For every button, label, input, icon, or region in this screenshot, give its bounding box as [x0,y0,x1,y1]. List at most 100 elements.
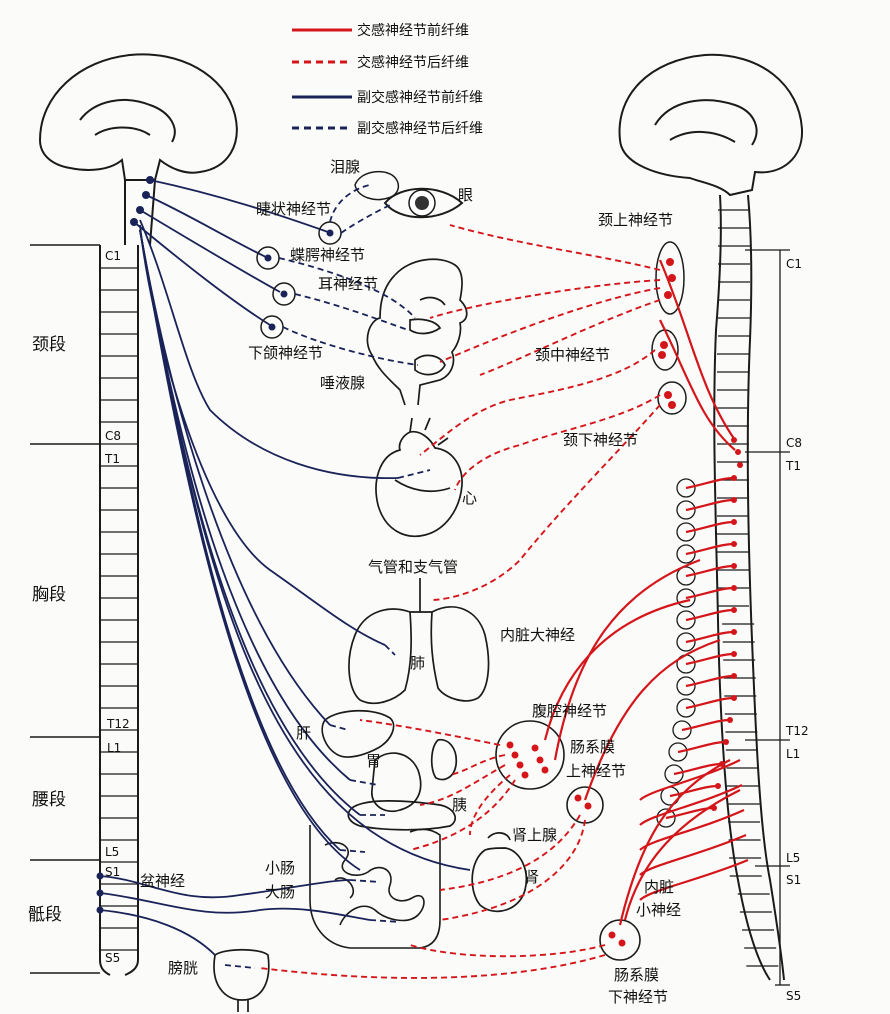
ganglion-neuron-dot [664,391,672,399]
right-label-l5: L5 [786,851,800,865]
ganglion-neuron-dot [668,401,676,409]
right-label-s5: S5 [786,989,801,1003]
label-lacrimal-gland: 泪腺 [330,158,360,176]
label-superior-cervical-ganglion: 颈上神经节 [598,211,673,229]
left-label-s1: S1 [105,865,120,879]
label-ciliary-ganglion: 睫状神经节 [256,200,331,218]
label-bladder: 膀胱 [168,959,198,977]
chain-ganglion [676,632,696,652]
sympathetic-chain-ganglia [656,478,696,828]
legend-para-post-label: 副交感神经节后纤维 [357,120,483,137]
spinal-neuron-dot [731,585,737,591]
chain-ganglion [676,588,696,608]
spinal-neuron-dot [731,519,737,525]
label-lesser-splanchnic-1: 内脏 [644,878,674,896]
prevertebral-neuron-dot [574,794,582,802]
preganglionic-fiber [685,652,735,666]
chain-ganglion [676,478,696,498]
inferior-mesenteric-ganglion [599,919,641,961]
right-label-c8: C8 [786,436,802,450]
prevertebral-neuron-dot [536,756,544,764]
label-sup-mesenteric-1: 肠系膜 [570,738,615,756]
preganglionic-fiber [685,498,735,512]
label-inferior-cervical-ganglion: 颈下神经节 [563,431,638,449]
right-label-s1: S1 [786,873,801,887]
liver [321,709,395,758]
label-celiac-ganglion: 腹腔神经节 [532,702,607,720]
ganglion-neuron-dot [660,341,668,349]
sympathetic-preganglionic-fibers [639,476,749,901]
lungs-trachea [348,578,490,705]
parasympathetic-postganglionic-fibers [224,184,431,969]
prevertebral-neuron-dot [511,751,519,759]
chain-ganglion [676,544,696,564]
prevertebral-neuron-dot [584,802,592,810]
right-brain [618,53,804,197]
heart [375,417,463,537]
left-label-c8: C8 [105,429,121,443]
right-label-t12: T12 [785,724,809,738]
preganglionic-fiber [673,762,723,776]
spinal-neuron-dot [731,651,737,657]
spinal-neuron-dot [731,673,737,679]
chain-ganglion [676,522,696,542]
bladder [213,948,270,1012]
right-label-c1: C1 [786,257,802,271]
chain-ganglion [676,500,696,520]
label-otic-ganglion: 耳神经节 [318,275,378,293]
label-eye: 眼 [458,186,473,204]
lumbar-preganglionic-fiber [639,858,749,901]
intestines [309,825,441,949]
spinal-neuron-dot [737,462,743,468]
label-inf-mesenteric-1: 肠系膜 [614,966,659,984]
label-greater-splanchnic-nerve: 内脏大神经 [500,626,575,644]
spinal-neuron-dot [731,437,737,443]
preganglionic-fiber [681,718,731,732]
kidney [471,832,528,913]
spinal-neuron-dot [731,607,737,613]
label-submandibular-ganglion: 下颌神经节 [248,344,323,362]
preganglionic-fiber [685,696,735,710]
label-lesser-splanchnic-2: 小神经 [636,901,681,919]
label-adrenal: 肾上腺 [512,826,557,844]
left-label-l5: L5 [105,845,119,859]
sympathetic-postganglionic-fibers [259,224,661,979]
right-label-l1: L1 [786,747,800,761]
preganglionic-fiber [685,586,735,600]
superior-cervical-ganglion [655,241,685,315]
face-profile [366,258,468,406]
label-heart: 心 [462,489,477,507]
preganglionic-fiber [685,564,735,578]
brainstem-nuclei [96,176,154,914]
sympathetic-neuron-dots [506,258,743,947]
label-pancreas: 胰 [452,796,467,814]
preganglionic-fiber [669,784,719,798]
label-inf-mesenteric-2: 下神经节 [608,988,668,1006]
left-vertebrae [100,267,138,951]
left-spinal-column [99,245,139,976]
stomach [371,738,458,813]
label-pelvic-nerve: 盆神经 [140,872,185,890]
preganglionic-fiber [685,674,735,688]
chain-ganglion [668,742,688,762]
label-lung: 肺 [410,654,425,672]
left-label-t1: T1 [104,452,120,466]
prevertebral-neuron-dot [541,766,549,774]
spinal-neuron-dot [731,563,737,569]
prevertebral-neuron-dot [506,741,514,749]
legend-symp-post-label: 交感神经节后纤维 [357,54,469,71]
spinal-neuron-dot [711,805,717,811]
label-kidney: 肾 [524,868,539,886]
label-large-intestine: 大肠 [265,883,295,901]
celiac-ganglion [495,720,565,790]
label-small-intestine: 小肠 [265,859,295,877]
spinal-neuron-dot [735,449,741,455]
inferior-cervical-ganglion [657,381,687,415]
parasympathetic-ganglia-dots [264,229,334,331]
preganglionic-fiber [665,806,715,820]
ganglion-neuron-dot [658,351,666,359]
right-label-t1: T1 [785,459,801,473]
segment-cervical: 颈段 [32,335,66,355]
left-label-l1: L1 [107,741,121,755]
